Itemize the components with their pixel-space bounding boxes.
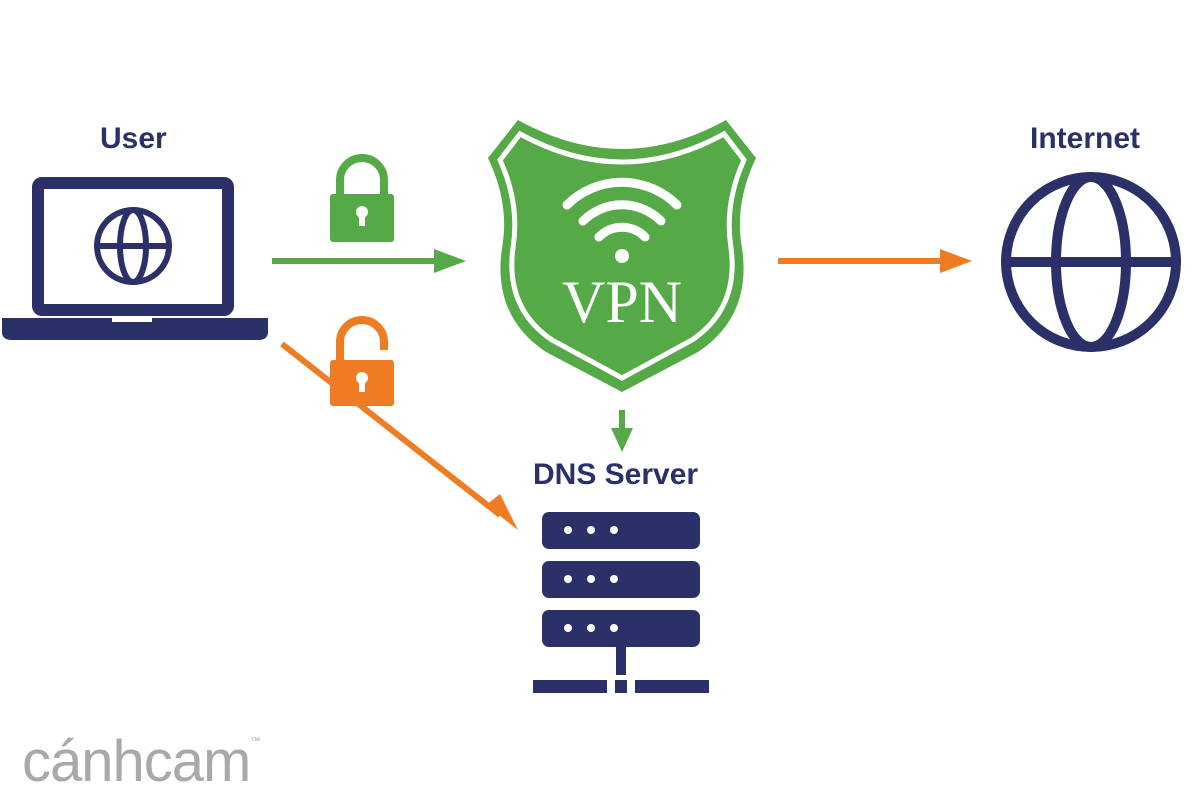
user-label: User bbox=[100, 122, 167, 155]
arrow-vpn-to-dns bbox=[611, 410, 633, 452]
arrow-user-to-vpn bbox=[272, 249, 466, 273]
internet-label: Internet bbox=[1030, 122, 1141, 155]
lock-closed-icon bbox=[330, 154, 394, 242]
laptop-icon bbox=[2, 177, 268, 340]
laptop-globe-icon bbox=[94, 207, 172, 285]
arrow-vpn-to-internet bbox=[778, 249, 972, 273]
arrow-user-to-dns bbox=[280, 341, 518, 530]
globe-icon bbox=[1001, 172, 1181, 352]
vpn-label: VPN bbox=[562, 269, 682, 335]
server-rack-icon bbox=[533, 512, 709, 693]
dns-server-label: DNS Server bbox=[533, 458, 699, 491]
shield-wifi-icon bbox=[488, 120, 756, 392]
canhcam-logo: cánhcam™ bbox=[22, 728, 260, 795]
logo-trademark: ™ bbox=[250, 736, 261, 747]
lock-open-icon bbox=[330, 316, 394, 406]
logo-text: cánhcam bbox=[22, 729, 251, 794]
